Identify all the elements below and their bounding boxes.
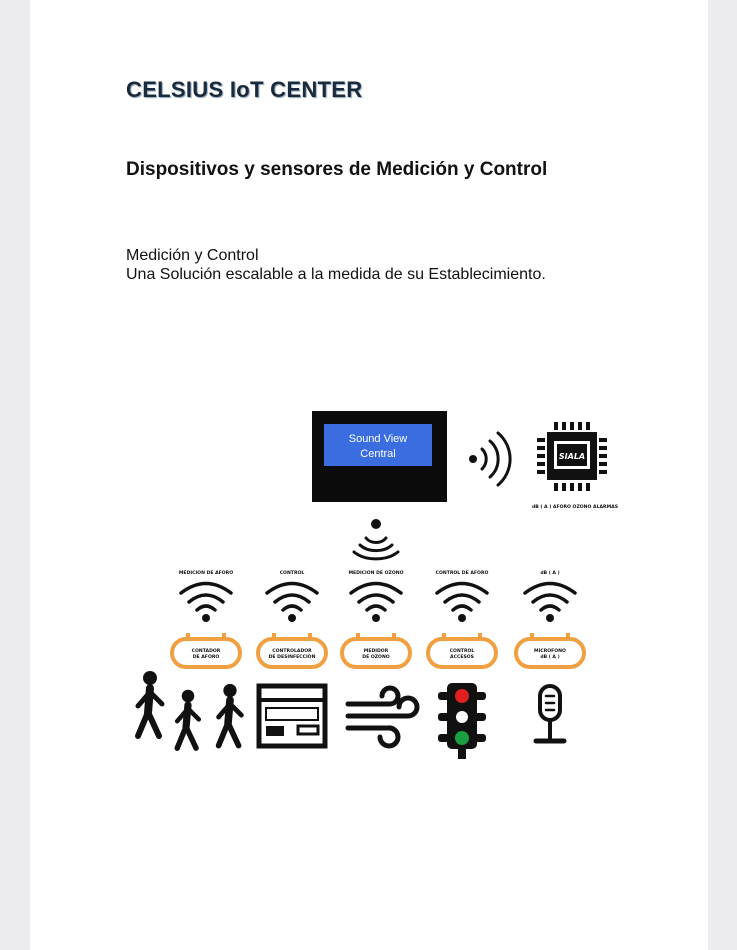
sensor-badge-line-1: MICROFONO <box>534 648 566 654</box>
sensor-badge-line-2: DE OZONO <box>362 654 390 660</box>
sensor-badge-line-2: DE DESINFECCIÓN <box>269 653 316 660</box>
wifi-icon <box>523 581 577 622</box>
downlink-signal-icon <box>352 519 400 561</box>
sensor-badge-line-1: CONTROLADOR <box>272 648 312 654</box>
page-subtitle: Dispositivos y sensores de Medición y Co… <box>126 159 548 180</box>
wifi-icon <box>349 581 403 622</box>
sensor-top-label: MEDICION DE AFORO <box>179 570 233 576</box>
central-screen <box>324 424 432 466</box>
controller-panel-icon <box>256 683 328 749</box>
sensor-top-label: CONTROL DE AFORO <box>436 570 489 576</box>
sensor-badge-line-2: dB ( A ) <box>540 654 559 660</box>
intro-line-1: Medición y Control <box>126 247 259 264</box>
traffic-light-icon <box>438 683 486 759</box>
sensor-top-label: CONTROL <box>280 570 305 576</box>
wifi-icon <box>435 581 489 622</box>
sensor-badge-line-1: CONTADOR <box>192 648 221 654</box>
siala-chip-icon: SIALA dB ( A ) AFORO OZONO ALARMAS <box>532 422 618 510</box>
sensor-badge-line-1: CONTROL <box>450 648 475 654</box>
document-page: CELSIUS IoT CENTER Dispositivos y sensor… <box>30 0 708 950</box>
intro-line-2: Una Solución escalable a la medida de su… <box>126 266 546 283</box>
chip-caption: dB ( A ) AFORO OZONO ALARMAS <box>532 504 618 510</box>
chip-label: SIALA <box>559 452 585 461</box>
central-label-2: Central <box>360 448 395 460</box>
microphone-icon <box>533 684 567 744</box>
brand-title: CELSIUS IoT CENTER <box>126 77 363 102</box>
wind-icon <box>345 685 420 749</box>
sensor-badge-line-2: DE AFORO <box>193 654 220 660</box>
wifi-icon <box>179 581 233 622</box>
sensor-top-label: MEDICION DE OZONO <box>348 570 403 576</box>
central-label-1: Sound View <box>349 433 408 445</box>
intro-text: Medición y Control Una Solución escalabl… <box>126 246 546 284</box>
sound-view-central-monitor: Sound View Central <box>312 411 447 502</box>
people-walking-icon <box>135 671 244 751</box>
sensor-top-label: dB ( A ) <box>540 570 559 576</box>
iot-diagram: Sound View Central SIALA dB ( A ) AFORO … <box>135 411 618 759</box>
broadcast-icon <box>469 431 512 487</box>
sensor-badge-line-2: ACCESOS <box>450 654 474 660</box>
sensor-badge-line-1: MEDIDOR <box>364 648 389 654</box>
wifi-icon <box>265 581 319 622</box>
